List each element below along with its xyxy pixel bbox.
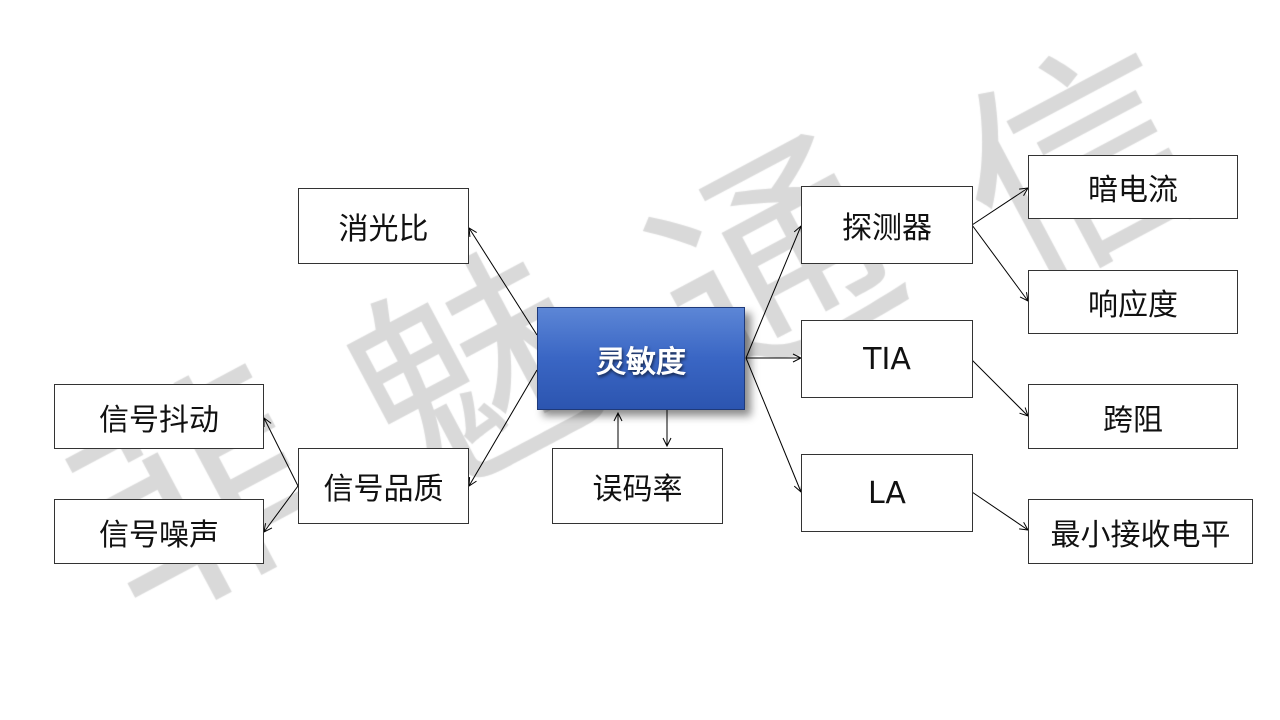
center-node-sensitivity: 灵敏度 <box>537 307 745 410</box>
node-bit-error-rate: 误码率 <box>552 448 723 524</box>
node-signal-quality: 信号品质 <box>298 448 469 524</box>
node-responsivity: 响应度 <box>1028 270 1238 334</box>
node-signal-jitter: 信号抖动 <box>54 384 264 449</box>
node-min-receive-level: 最小接收电平 <box>1028 499 1253 564</box>
node-detector: 探测器 <box>801 186 973 264</box>
node-extinction-ratio: 消光比 <box>298 188 469 264</box>
node-signal-noise: 信号噪声 <box>54 499 264 564</box>
node-la: LA <box>801 454 973 532</box>
node-tia: TIA <box>801 320 973 398</box>
node-dark-current: 暗电流 <box>1028 155 1238 219</box>
node-transimpedance: 跨阻 <box>1028 384 1238 449</box>
